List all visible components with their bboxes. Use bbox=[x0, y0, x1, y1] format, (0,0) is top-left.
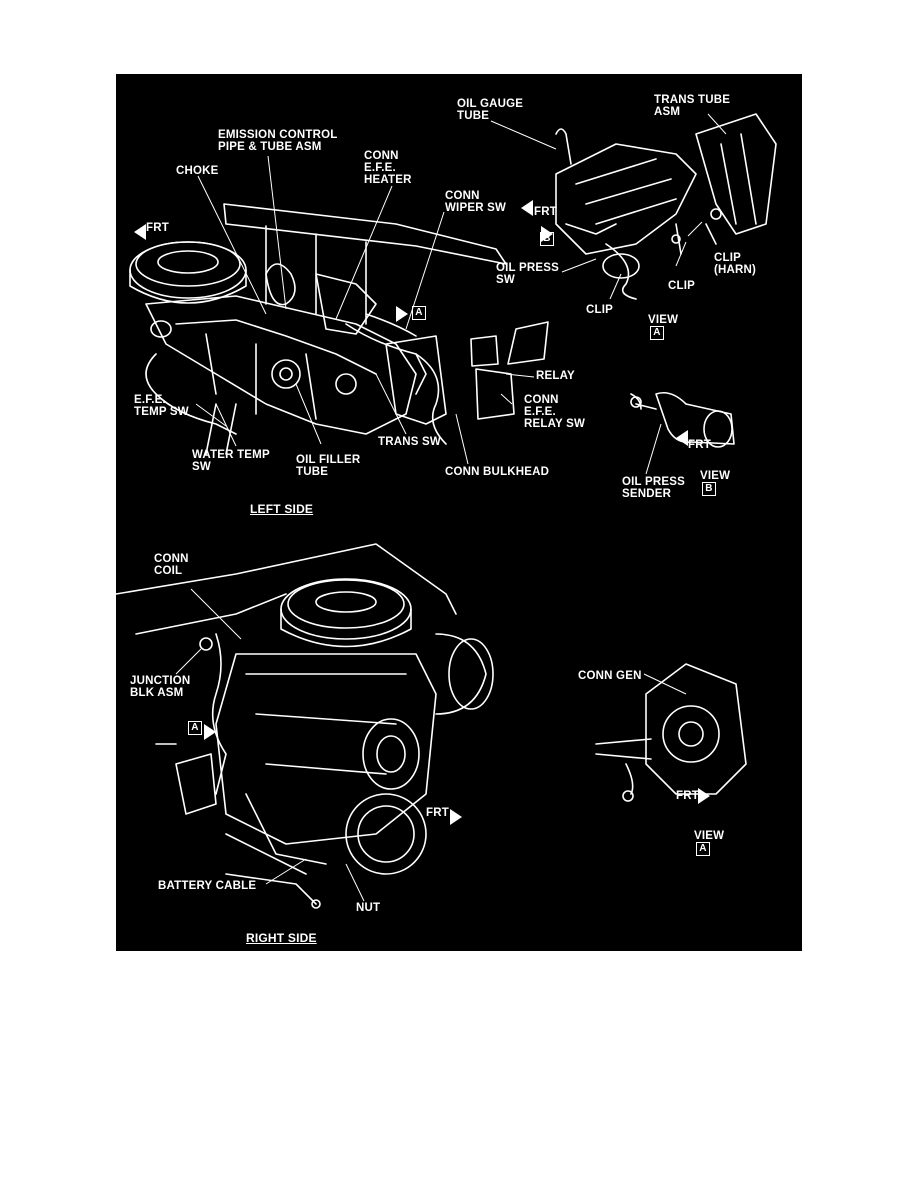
label-frt-view-a-gen: FRT bbox=[676, 790, 699, 802]
frt-arrows bbox=[134, 200, 710, 825]
label-choke: CHOKE bbox=[176, 165, 219, 177]
left-side-engine-drawing bbox=[129, 203, 549, 455]
label-clip-right: CLIP bbox=[668, 280, 695, 292]
label-conn-gen: CONN GEN bbox=[578, 670, 642, 682]
label-trans-sw: TRANS SW bbox=[378, 436, 441, 448]
label-conn-bulkhead: CONN BULKHEAD bbox=[445, 466, 550, 478]
title-left-side: LEFT SIDE bbox=[250, 502, 314, 516]
label-frt-right-side: FRT bbox=[426, 807, 449, 819]
label-clip-left: CLIP bbox=[586, 304, 613, 316]
label-efe-temp-sw: E.F.E.TEMP SW bbox=[134, 394, 189, 418]
label-battery-cable: BATTERY CABLE bbox=[158, 880, 257, 892]
right-side-engine-drawing bbox=[116, 543, 494, 909]
engine-line-art bbox=[116, 113, 777, 909]
label-frt-left-side: FRT bbox=[146, 222, 169, 234]
title-right-side: RIGHT SIDE bbox=[246, 931, 317, 945]
label-a-box-left-side: A bbox=[410, 306, 426, 320]
view-a-detail-drawing bbox=[555, 113, 777, 300]
label-frt-view-b: FRT bbox=[688, 439, 711, 451]
label-frt-view-a: FRT bbox=[534, 206, 557, 218]
label-a-box-right-side: A bbox=[186, 721, 202, 735]
leader-lines bbox=[175, 113, 727, 902]
label-clip-harn: CLIP(HARN) bbox=[714, 252, 757, 276]
view-b-detail-drawing bbox=[630, 391, 735, 448]
view-a-generator-drawing bbox=[595, 663, 747, 802]
label-view-b-box: B bbox=[538, 232, 554, 246]
label-relay: RELAY bbox=[536, 370, 575, 382]
label-nut: NUT bbox=[356, 902, 381, 914]
